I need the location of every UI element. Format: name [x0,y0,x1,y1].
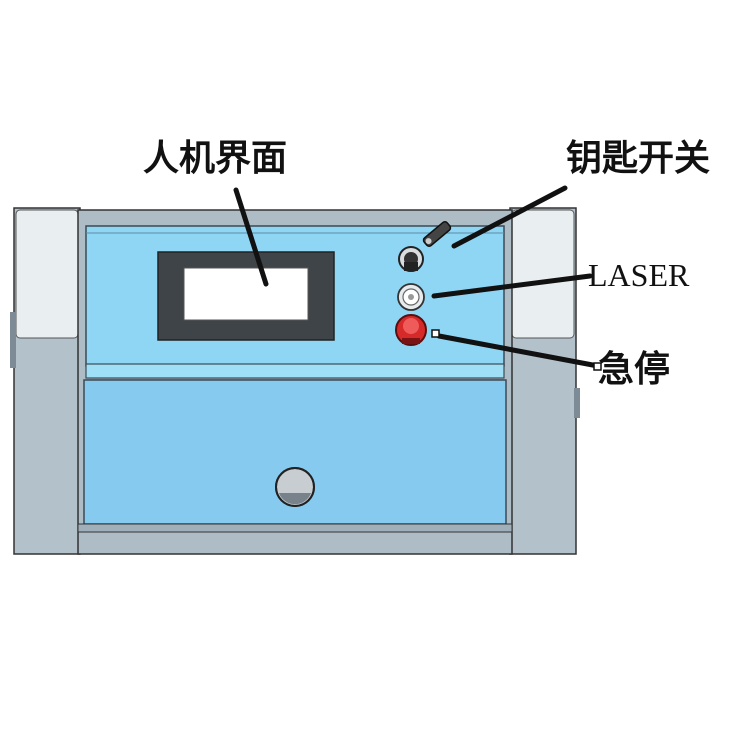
emergency-stop-label: 急停 [598,348,671,390]
laser-label: LASER [588,257,690,293]
right-side-column [509,207,580,555]
handle-knob-icon [275,467,315,507]
key-switch-leader-line [451,185,568,249]
laser-button-icon [397,283,425,311]
key-switch-icon [398,221,452,272]
laser-leader-line [431,273,593,299]
left-side-column [10,207,81,555]
panel-ledge [85,363,505,381]
hmi-leader-line [233,187,269,287]
key-switch-label: 钥匙开关 [566,137,711,179]
estop-leader-line [436,333,601,369]
leader-lines [233,185,601,369]
hmi-label: 人机界面 [143,137,288,179]
emergency-stop-icon [395,314,427,346]
lower-cover [77,379,513,533]
hmi-screen [157,251,335,341]
